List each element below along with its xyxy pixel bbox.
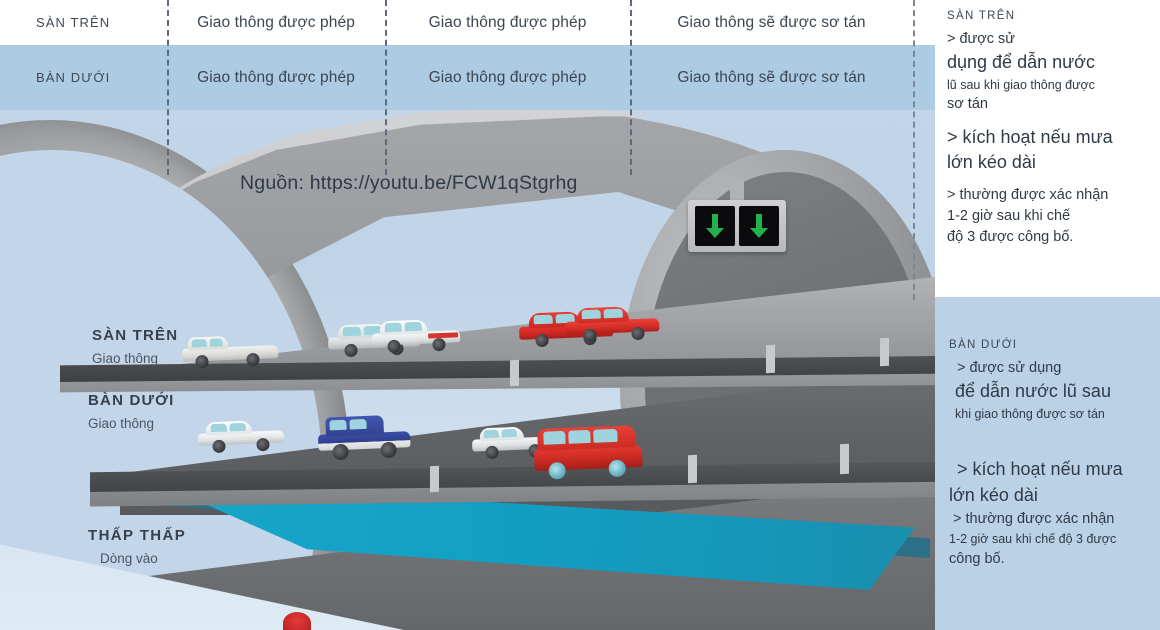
deck-support-pillar bbox=[766, 344, 775, 374]
panel-upper-deck-notes: SÀN TRÊN > được sử dụng để dẫn nước lũ s… bbox=[935, 0, 1160, 297]
panel-bottom-line: khi giao thông được sơ tán bbox=[955, 406, 1105, 421]
panel-bottom-line: > thường được xác nhận bbox=[953, 510, 1115, 527]
row-label: SÀN TRÊN bbox=[36, 15, 111, 30]
spacer bbox=[947, 177, 1148, 186]
table-cell: Giao thông được phép bbox=[197, 68, 355, 86]
table-column-divider bbox=[167, 0, 169, 175]
tunnel-illustration: SÀN TRÊN Giao thông BÀN DƯỚI Giao thông … bbox=[0, 0, 935, 630]
comparison-table: SÀN TRÊN Giao thông được phép Giao thông… bbox=[0, 0, 935, 110]
table-cell: Giao thông sẽ được sơ tán bbox=[677, 68, 866, 86]
panel-top-line: 1-2 giờ sau khi chế bbox=[947, 208, 1071, 225]
deck-support-pillar bbox=[510, 359, 519, 387]
panel-bottom-line: > kích hoạt nếu mưa bbox=[957, 459, 1123, 480]
panel-bottom-line: > được sử dụng bbox=[957, 360, 1062, 376]
panel-bottom-line: lớn kéo dài bbox=[949, 485, 1038, 506]
vehicle-red-minivan bbox=[533, 423, 643, 480]
vehicle-red-sedan-2 bbox=[564, 303, 660, 343]
table-row: BÀN DƯỚI Giao thông được phép Giao thông… bbox=[0, 45, 935, 110]
deck-support-pillar bbox=[840, 443, 849, 475]
lower-deck-subtitle: Giao thông bbox=[88, 416, 155, 431]
panel-top-line: lũ sau khi giao thông được bbox=[947, 77, 1095, 92]
table-row: SÀN TRÊN Giao thông được phép Giao thông… bbox=[0, 0, 935, 45]
panel-divider bbox=[913, 0, 915, 300]
panel-top-line: > kích hoạt nếu mưa bbox=[947, 126, 1113, 147]
lane-open-sign bbox=[688, 200, 786, 252]
panel-lower-deck-notes: BÀN DƯỚI > được sử dụng để dẫn nước lũ s… bbox=[935, 297, 1160, 630]
table-column-divider bbox=[630, 0, 632, 175]
spacer bbox=[947, 117, 1148, 126]
arrow-down-icon bbox=[750, 214, 768, 238]
label-bottom-channel: THẤP THẤP Dòng vào bbox=[88, 527, 186, 566]
label-lower-deck: BÀN DƯỚI Giao thông bbox=[88, 392, 175, 431]
vehicle-blue-suv bbox=[317, 411, 411, 461]
side-panels: SÀN TRÊN > được sử dụng để dẫn nước lũ s… bbox=[935, 0, 1160, 630]
sign-pane-right bbox=[739, 206, 779, 246]
panel-top-line: lớn kéo dài bbox=[947, 152, 1036, 173]
spacer bbox=[949, 424, 1150, 458]
vehicle-white-pickup bbox=[181, 331, 279, 369]
label-upper-deck: SÀN TRÊN Giao thông bbox=[92, 327, 178, 366]
panel-top-line: > được sử bbox=[947, 31, 1016, 47]
table-column-divider bbox=[385, 0, 387, 175]
sign-mount bbox=[730, 182, 744, 202]
red-marker bbox=[283, 612, 311, 630]
bottom-channel-subtitle: Dòng vào bbox=[100, 551, 158, 566]
upper-deck-title: SÀN TRÊN bbox=[92, 327, 179, 344]
table-cell: Giao thông sẽ được sơ tán bbox=[677, 13, 866, 31]
vehicle-white-sedan bbox=[371, 316, 461, 354]
table-cell: Giao thông được phép bbox=[428, 68, 587, 86]
row-label: BÀN DƯỚI bbox=[36, 70, 111, 85]
panel-top-line: > thường được xác nhận bbox=[947, 187, 1109, 203]
bottom-channel-title: THẤP THẤP bbox=[88, 527, 187, 544]
panel-bottom-line: công bố. bbox=[949, 550, 1005, 567]
lower-deck-title: BÀN DƯỚI bbox=[88, 392, 175, 409]
panel-top-line: sơ tán bbox=[947, 96, 988, 113]
upper-deck-subtitle: Giao thông bbox=[92, 351, 159, 366]
sign-pane-left bbox=[695, 206, 735, 246]
panel-bottom-heading: BÀN DƯỚI bbox=[949, 339, 1018, 351]
deck-support-pillar bbox=[880, 337, 889, 367]
panel-top-line: dụng để dẫn nước bbox=[947, 52, 1095, 73]
table-cell: Giao thông được phép bbox=[197, 13, 355, 31]
arrow-down-icon bbox=[706, 214, 724, 238]
panel-top-heading: SÀN TRÊN bbox=[947, 10, 1016, 22]
vehicle-white-sedan-lower bbox=[197, 416, 285, 454]
table-cell: Giao thông được phép bbox=[428, 13, 587, 31]
source-credit: Nguồn: https://youtu.be/FCW1qStgrhg bbox=[240, 172, 578, 194]
deck-support-pillar bbox=[430, 465, 439, 493]
panel-bottom-line: 1-2 giờ sau khi chế độ 3 được bbox=[949, 532, 1117, 546]
panel-bottom-line: để dẫn nước lũ sau bbox=[955, 381, 1111, 402]
panel-top-line: độ 3 được công bố. bbox=[947, 229, 1074, 246]
deck-support-pillar bbox=[688, 454, 697, 484]
